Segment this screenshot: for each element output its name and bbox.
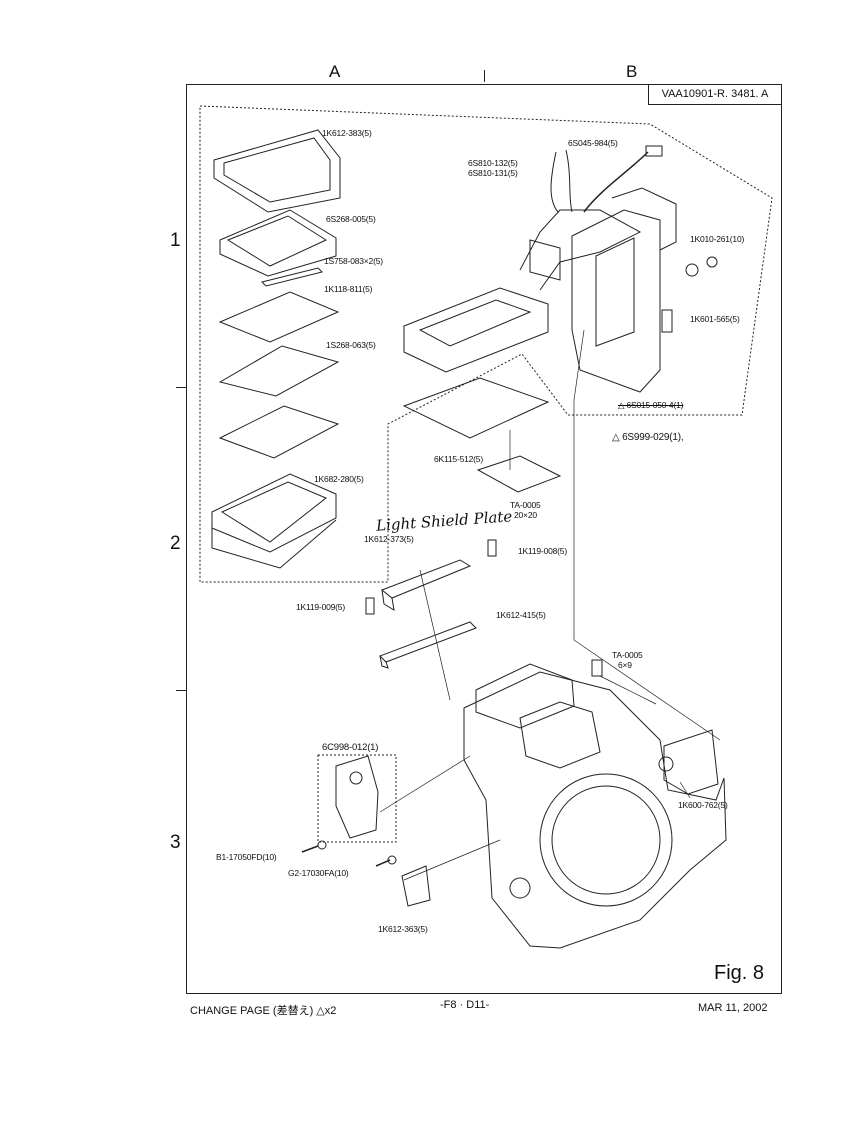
leader-line — [403, 839, 501, 881]
lcd-frame — [213, 129, 341, 213]
lens-mount — [539, 773, 673, 907]
lcd-panel — [219, 209, 337, 277]
leader-line — [573, 329, 721, 741]
part-label: 1K119-008(5) — [518, 546, 567, 556]
part-label: G2-17030FA(10) — [288, 868, 349, 878]
column-label-b: B — [626, 62, 638, 81]
change-page-note: CHANGE PAGE (差替え) △x2 — [190, 1005, 337, 1017]
drawing-frame — [186, 84, 782, 994]
sensor-group-outline — [317, 754, 397, 843]
leader-line — [599, 675, 657, 705]
shield-bracket — [595, 237, 635, 347]
small-part — [661, 309, 673, 333]
spacer-strip — [261, 267, 323, 287]
part-label: 20×20 — [514, 510, 537, 520]
camera-body — [463, 671, 727, 949]
part-label: 6S810-131(5) — [468, 168, 518, 178]
column-divider-tick — [484, 70, 485, 82]
bracket — [401, 865, 431, 907]
row-divider-tick — [176, 690, 186, 691]
part-label: 6S810-132(5) — [468, 158, 518, 168]
flex-cable — [519, 209, 642, 291]
wire — [583, 151, 649, 213]
light-shield-plate — [379, 621, 477, 663]
leader-line — [379, 755, 471, 813]
sensor-module — [349, 771, 363, 785]
leader-line — [419, 569, 451, 701]
part-label: 1K600-762(5) — [678, 800, 728, 810]
side-plate — [663, 729, 719, 795]
sheet-6k115 — [402, 377, 550, 439]
prism-box — [519, 701, 601, 769]
leader-line — [679, 781, 691, 799]
lcd-holder — [211, 519, 337, 569]
tape-20x20 — [476, 455, 562, 493]
footer-date: MAR 11, 2002 — [698, 1002, 768, 1014]
body-top-board — [475, 663, 575, 729]
part-label: 6×9 — [618, 660, 632, 670]
washer — [685, 263, 699, 277]
part-label-struck: △ 6S015-050-4(1) — [618, 400, 684, 410]
shield-bracket — [571, 209, 661, 393]
circuit-board — [418, 299, 532, 347]
light-shield-plate — [381, 559, 472, 599]
wire — [565, 149, 573, 213]
light-shield-pad — [365, 597, 375, 615]
part-label: 1K612-373(5) — [364, 534, 414, 544]
part-label: TA-0005 — [510, 500, 541, 510]
part-label: 1K612-363(5) — [378, 924, 428, 934]
figure-label: Fig. 8 — [714, 962, 765, 984]
part-label: 1K682-280(5) — [314, 474, 364, 484]
light-shield-plate — [381, 589, 395, 611]
tape-6x9 — [591, 659, 603, 677]
part-label: 6C998-012(1) — [322, 742, 379, 753]
part-label: 6S045-984(5) — [568, 138, 618, 148]
part-label: 1K601-565(5) — [690, 314, 740, 324]
row-divider-tick — [176, 387, 186, 388]
part-label: 1K118-811(5) — [324, 284, 373, 294]
part-label: 1S268-063(5) — [326, 340, 376, 350]
circuit-board — [403, 287, 549, 373]
light-shield-pad — [487, 539, 497, 557]
part-label: 1K010-261(10) — [690, 234, 745, 244]
side-plate-ring — [658, 756, 674, 772]
screw — [387, 855, 397, 865]
page-number: -F8 · D11- — [440, 999, 490, 1011]
part-label: △ 6S999-029(1), — [612, 432, 684, 443]
part-label: 6S268-005(5) — [326, 214, 376, 224]
flex-cable — [529, 239, 561, 281]
row-label-2: 2 — [170, 533, 181, 554]
part-label: 1K119-009(5) — [296, 602, 345, 612]
row-label-3: 3 — [170, 832, 181, 853]
part-label: 1K612-383(5) — [322, 128, 372, 138]
sheet — [218, 405, 340, 459]
lcd-holder — [211, 473, 337, 553]
part-label: 1K612-415(5) — [496, 610, 546, 620]
screw — [317, 840, 327, 850]
column-label-a: A — [329, 62, 341, 81]
part-label: B1-17050FD(10) — [216, 852, 277, 862]
lcd-holder — [220, 481, 327, 543]
wire — [550, 151, 559, 213]
shield-bracket — [611, 187, 677, 251]
sheet — [218, 291, 340, 343]
sensor-module — [335, 755, 379, 839]
row-label-1: 1 — [170, 230, 181, 251]
screw — [301, 845, 319, 853]
document-id: VAA10901-R. 3481. A — [648, 84, 781, 105]
mount-pin — [509, 877, 531, 899]
part-label: TA-0005 — [612, 650, 643, 660]
screw — [706, 256, 718, 268]
lens-mount — [551, 785, 661, 895]
lcd-group-outline — [199, 105, 773, 583]
light-shield-plate — [379, 655, 389, 669]
lcd-frame — [223, 137, 331, 203]
part-label: 6K115-512(5) — [434, 454, 483, 464]
lcd-panel — [226, 215, 328, 267]
wire-connector — [645, 145, 663, 157]
part-label: 1S758-083×2(5) — [324, 256, 383, 266]
sheet — [218, 345, 340, 397]
